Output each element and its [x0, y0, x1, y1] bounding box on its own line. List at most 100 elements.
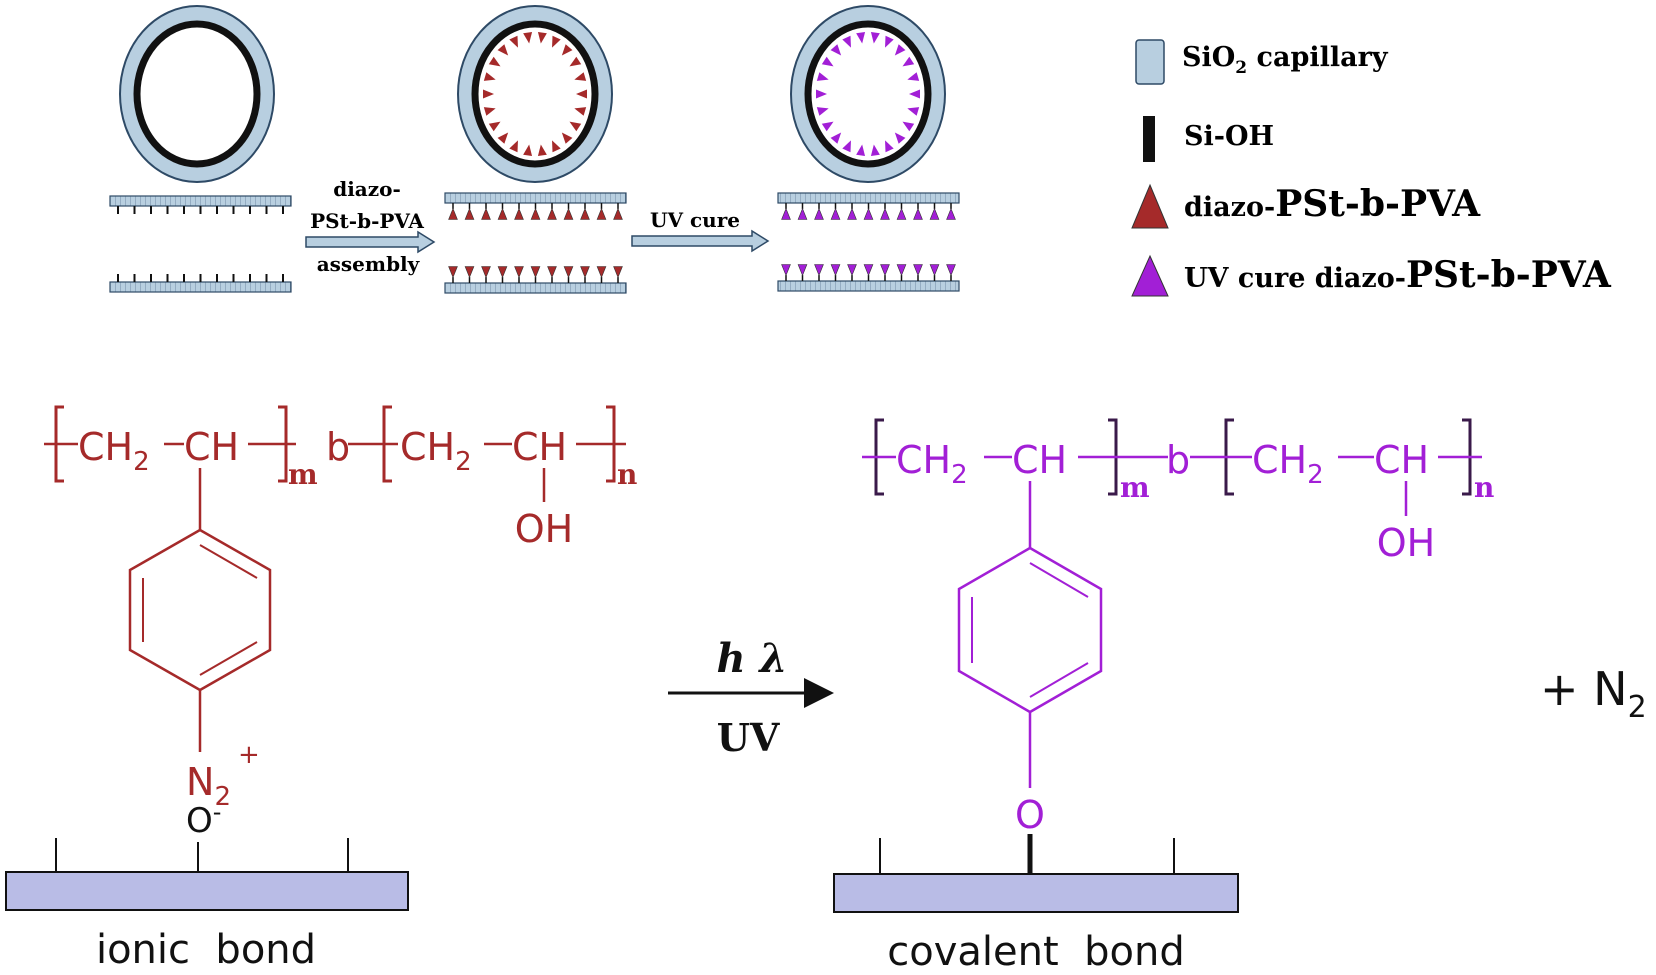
uv-triangle: [821, 56, 834, 67]
uv-cure-arrow: UV cure: [631, 208, 770, 253]
uv-triangle: [814, 264, 824, 277]
diazo-triangle: [448, 266, 458, 279]
uv-triangle: [907, 72, 920, 81]
diazo-triangle: [464, 207, 475, 220]
uv-triangle: [907, 107, 920, 116]
left-ch2-b: CH2: [400, 425, 472, 477]
diazo-triangle: [537, 144, 547, 157]
legend-uv-label: UV cure diazo-PSt-b-PVA: [1184, 254, 1612, 296]
uv-triangle: [929, 207, 940, 220]
legend-diazo-label: diazo-PSt-b-PVA: [1184, 183, 1481, 225]
diazo-triangle: [580, 266, 590, 279]
uv-cured-triangle-ring: [816, 31, 920, 157]
left-diazonium: N2: [186, 760, 231, 812]
right-benzene-ring: [957, 546, 1103, 714]
right-ch-b: CH: [1374, 438, 1429, 482]
uv-triangle: [913, 264, 923, 277]
diazo-triangle: [574, 72, 587, 81]
strip-pair-diazo: [444, 192, 627, 294]
uv-triangle: [946, 264, 956, 277]
diazo-triangle: [530, 207, 541, 220]
uv-triangle: [856, 31, 866, 44]
diazo-triangle: [497, 44, 509, 56]
diazo-triangle: [483, 89, 494, 99]
legend-sioh-label: Si-OH: [1184, 121, 1274, 152]
diazo-triangle: [563, 207, 574, 220]
assembly-label-line2: PSt-b-PVA: [310, 209, 424, 233]
diazo-triangle: [576, 89, 587, 99]
diazo-triangle: [547, 207, 557, 220]
cured-polymer-structure: CH2 CH m b CH2 CH n OH O: [862, 418, 1494, 837]
uv-triangle: [781, 264, 791, 277]
diazo-triangle: [497, 207, 508, 220]
right-ch-a: CH: [1012, 438, 1067, 482]
diazo-triangle: [514, 266, 524, 279]
covalent-bond-label: covalent bond: [887, 929, 1184, 975]
ionic-bond-label: ionic bond: [96, 927, 316, 973]
strip-pair-bare: [109, 195, 292, 293]
uv-triangle: [816, 89, 827, 99]
right-block-b: b: [1166, 438, 1190, 482]
diazo-triangle: [569, 121, 582, 132]
strip-pair-uv: [777, 192, 960, 292]
left-o-minus: O-: [186, 798, 221, 841]
diazo-triangle: [547, 266, 557, 279]
diazo-triangle: [596, 266, 607, 279]
right-oh: OH: [1377, 521, 1435, 565]
diazo-triangle: [596, 207, 607, 220]
svg-text:O-: O-: [186, 798, 221, 841]
diazo-triangle: [563, 266, 574, 279]
diazo-triangle: [481, 207, 491, 220]
legend-diazo-triangle: [1131, 183, 1169, 229]
uv-triangle: [880, 264, 890, 277]
legend: SiO2 capillary Si-OH diazo-PSt-b-PVA UV …: [1131, 39, 1612, 297]
left-n2-charge: +: [238, 740, 260, 770]
uv-triangle: [814, 207, 824, 220]
right-subscript-n: n: [1474, 471, 1494, 504]
uv-triangle: [896, 207, 907, 220]
legend-uv-triangle: [1131, 254, 1169, 297]
left-ch-a: CH: [184, 425, 239, 469]
left-oh: OH: [515, 507, 573, 551]
uv-triangle: [880, 207, 890, 220]
diazo-triangle: [561, 44, 573, 56]
assembly-arrow: diazo- PSt-b-PVA assembly: [305, 177, 436, 276]
assembly-label-line1: diazo-: [333, 177, 401, 201]
right-subscript-m: m: [1120, 471, 1150, 504]
uv-triangle: [830, 264, 841, 277]
diazo-triangle: [561, 132, 573, 144]
diazo-triangle: [613, 266, 623, 279]
diazo-triangle: [537, 31, 547, 44]
uv-triangle: [781, 207, 791, 220]
right-ch2-b: CH2: [1252, 438, 1324, 490]
diazo-triangle: [580, 207, 590, 220]
diazo-triangle: [448, 207, 458, 220]
left-ch-b: CH: [512, 425, 567, 469]
left-ch2-a: CH2: [78, 425, 150, 477]
diazo-triangle: [488, 56, 501, 67]
assembly-label-line3: assembly: [317, 252, 421, 276]
right-oxygen: O: [1015, 793, 1045, 837]
uv-triangle: [870, 144, 880, 157]
nitrogen-product: + N2: [1540, 662, 1647, 725]
uv-triangle: [929, 264, 940, 277]
capillary-diazo-coated: [457, 5, 613, 183]
legend-capillary-swatch: [1135, 39, 1165, 85]
uv-triangle: [847, 207, 857, 220]
right-ch2-a: CH2: [896, 438, 968, 490]
diazo-triangle: [509, 140, 518, 153]
uv-triangle: [902, 56, 915, 67]
diazo-triangle: [523, 31, 533, 44]
uv-triangle: [847, 264, 857, 277]
uv-triangle: [830, 132, 842, 144]
diazo-triangle: [497, 132, 509, 144]
uv-triangle: [909, 89, 920, 99]
legend-sioh-swatch: [1143, 116, 1155, 162]
uv-triangle: [816, 107, 829, 116]
left-benzene-ring: [128, 528, 272, 692]
uv-triangle: [816, 72, 829, 81]
uv-triangle: [913, 207, 923, 220]
uv-triangle: [863, 207, 874, 220]
left-substrate: [5, 838, 409, 911]
